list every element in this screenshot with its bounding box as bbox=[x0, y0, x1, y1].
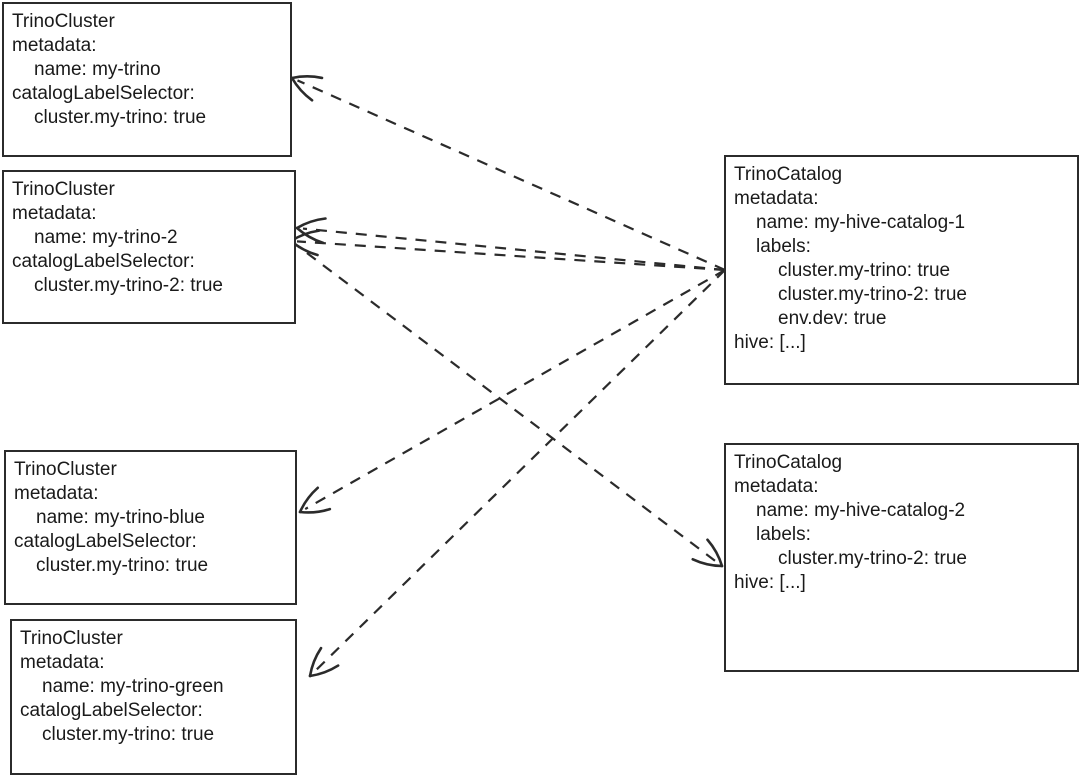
node-trinocluster-my-trino[interactable]: TrinoCluster metadata: name: my-trino catal… bbox=[2, 2, 292, 157]
node-field-line: cluster.my-trino-2: true bbox=[778, 284, 967, 305]
node-kind-label: TrinoCluster bbox=[12, 11, 115, 32]
node-field-line: catalogLabelSelector: bbox=[12, 83, 195, 104]
node-field-line: name: my-trino-blue bbox=[36, 507, 205, 528]
node-field-line: metadata: bbox=[12, 203, 97, 224]
node-field-line: env.dev: true bbox=[778, 308, 887, 329]
node-field-line: name: my-trino-2 bbox=[34, 227, 178, 248]
node-field-line: cluster.my-trino-2: true bbox=[778, 548, 967, 569]
node-field-line: cluster.my-trino: true bbox=[778, 260, 951, 281]
node-field-line: name: my-hive-catalog-1 bbox=[756, 212, 966, 233]
node-field-line: metadata: bbox=[12, 35, 97, 56]
node-trinocluster-my-trino-blue[interactable]: TrinoCluster metadata: name: my-trino-blue… bbox=[4, 450, 297, 605]
node-field-line: cluster.my-trino-2: true bbox=[34, 275, 223, 296]
node-trinocatalog-my-hive-catalog-2[interactable]: TrinoCatalog metadata: name: my-hive-catal… bbox=[724, 443, 1079, 672]
node-field-line: catalogLabelSelector: bbox=[12, 251, 195, 272]
node-field-line: name: my-trino-green bbox=[42, 676, 224, 697]
node-field-line: metadata: bbox=[734, 188, 819, 209]
node-kind-label: TrinoCluster bbox=[14, 459, 117, 480]
edge-catalog1-to-my-trino bbox=[290, 75, 726, 272]
node-field-line: metadata: bbox=[20, 652, 105, 673]
edge-my-trino-2-to-catalog2 bbox=[290, 240, 724, 568]
node-field-line: cluster.my-trino: true bbox=[42, 724, 215, 745]
node-kind-label: TrinoCluster bbox=[12, 179, 115, 200]
node-field-line: labels: bbox=[756, 524, 811, 545]
node-kind-label: TrinoCluster bbox=[20, 628, 123, 649]
edge-catalog1-to-my-trino-green bbox=[308, 269, 726, 678]
edge-catalog1-to-my-trino-2-b bbox=[289, 229, 726, 272]
node-trinocluster-my-trino-green[interactable]: TrinoCluster metadata: name: my-trino-gree… bbox=[10, 619, 297, 775]
node-field-line: catalogLabelSelector: bbox=[20, 700, 203, 721]
node-field-line: hive: [...] bbox=[734, 332, 806, 353]
node-field-line: hive: [...] bbox=[734, 572, 806, 593]
node-field-line: metadata: bbox=[734, 476, 819, 497]
node-field-line: name: my-trino bbox=[34, 59, 161, 80]
edge-catalog1-to-my-trino-blue bbox=[298, 269, 726, 514]
edge-catalog1-to-my-trino-2-a bbox=[295, 217, 726, 272]
node-kind-label: TrinoCatalog bbox=[734, 164, 843, 185]
node-kind-label: TrinoCatalog bbox=[734, 452, 843, 473]
node-field-line: cluster.my-trino: true bbox=[34, 107, 207, 128]
node-field-line: name: my-hive-catalog-2 bbox=[756, 500, 966, 521]
node-field-line: cluster.my-trino: true bbox=[36, 555, 209, 576]
node-trinocluster-my-trino-2[interactable]: TrinoCluster metadata: name: my-trino-2 cat… bbox=[2, 170, 296, 324]
node-field-line: labels: bbox=[756, 236, 811, 257]
node-field-line: catalogLabelSelector: bbox=[14, 531, 197, 552]
node-field-line: metadata: bbox=[14, 483, 99, 504]
node-trinocatalog-my-hive-catalog-1[interactable]: TrinoCatalog metadata: name: my-hive-catal… bbox=[724, 155, 1079, 385]
